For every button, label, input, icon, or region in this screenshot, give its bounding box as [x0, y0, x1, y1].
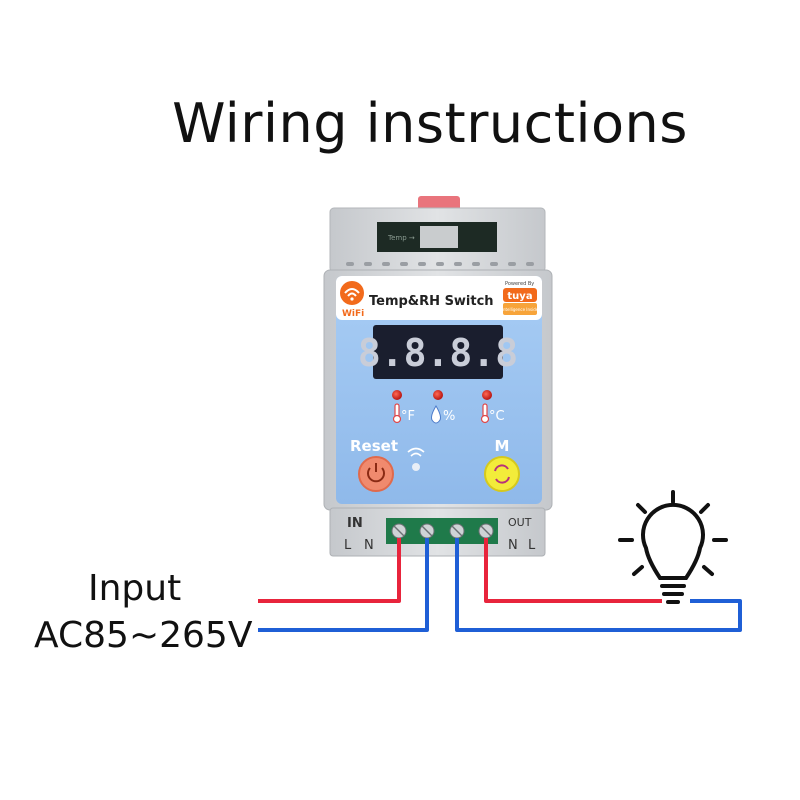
power-icon	[367, 463, 385, 483]
device-name: Temp&RH Switch	[369, 294, 494, 309]
brand-top-text: Powered By	[505, 281, 534, 287]
tuya-badge	[503, 288, 537, 302]
tuya-sub-badge	[503, 303, 537, 315]
indicator-led-c	[482, 390, 492, 400]
wifi-logo-icon	[340, 281, 364, 305]
indicator-label-rh: %	[443, 409, 455, 424]
indicator-led-f	[392, 390, 402, 400]
input-label: Input	[88, 568, 182, 609]
relay-device	[323, 196, 553, 557]
input-neutral-wire	[258, 538, 429, 632]
thermometer-icon	[480, 403, 490, 424]
mode-label: M	[495, 437, 510, 455]
brand-text: tuya	[507, 291, 532, 302]
indicator-label-f: °F	[401, 409, 415, 424]
vent-slots	[346, 262, 534, 266]
indicator-label-c: °C	[489, 409, 505, 424]
page-title: Wiring instructions	[172, 92, 688, 155]
top-window-text: Temp →	[387, 234, 415, 242]
mode-button[interactable]	[484, 456, 520, 492]
wifi-label: WiFi	[342, 309, 364, 319]
wires	[258, 538, 742, 632]
terminal-in-label: IN	[347, 516, 363, 531]
input-voltage-label: AC85~265V	[34, 615, 253, 656]
header-strip	[336, 276, 542, 320]
input-live-wire	[258, 538, 401, 603]
status-led	[412, 463, 420, 471]
output-neutral-wire	[455, 538, 742, 632]
thermometer-icon	[392, 403, 402, 424]
reset-label: Reset	[350, 437, 398, 455]
top-window-switch	[420, 226, 458, 248]
display-readout: 8.8.8.8	[358, 331, 518, 375]
terminal-out-label: OUT	[508, 516, 532, 529]
led-display	[373, 325, 503, 379]
reset-button[interactable]	[358, 456, 394, 492]
terminal-in-n: N	[364, 538, 374, 553]
terminal-out-l: L	[528, 538, 536, 553]
light-bulb-icon	[618, 490, 728, 604]
output-live-wire	[484, 538, 662, 603]
droplet-icon	[431, 405, 441, 424]
terminal-out-n: N	[508, 538, 518, 553]
indicator-led-rh	[433, 390, 443, 400]
wifi-status-icon	[407, 447, 425, 457]
refresh-icon	[494, 464, 510, 484]
screw-slots	[393, 525, 492, 537]
brand-sub-text: Intelligence Inside	[502, 307, 539, 312]
terminal-in-l: L	[344, 538, 352, 553]
